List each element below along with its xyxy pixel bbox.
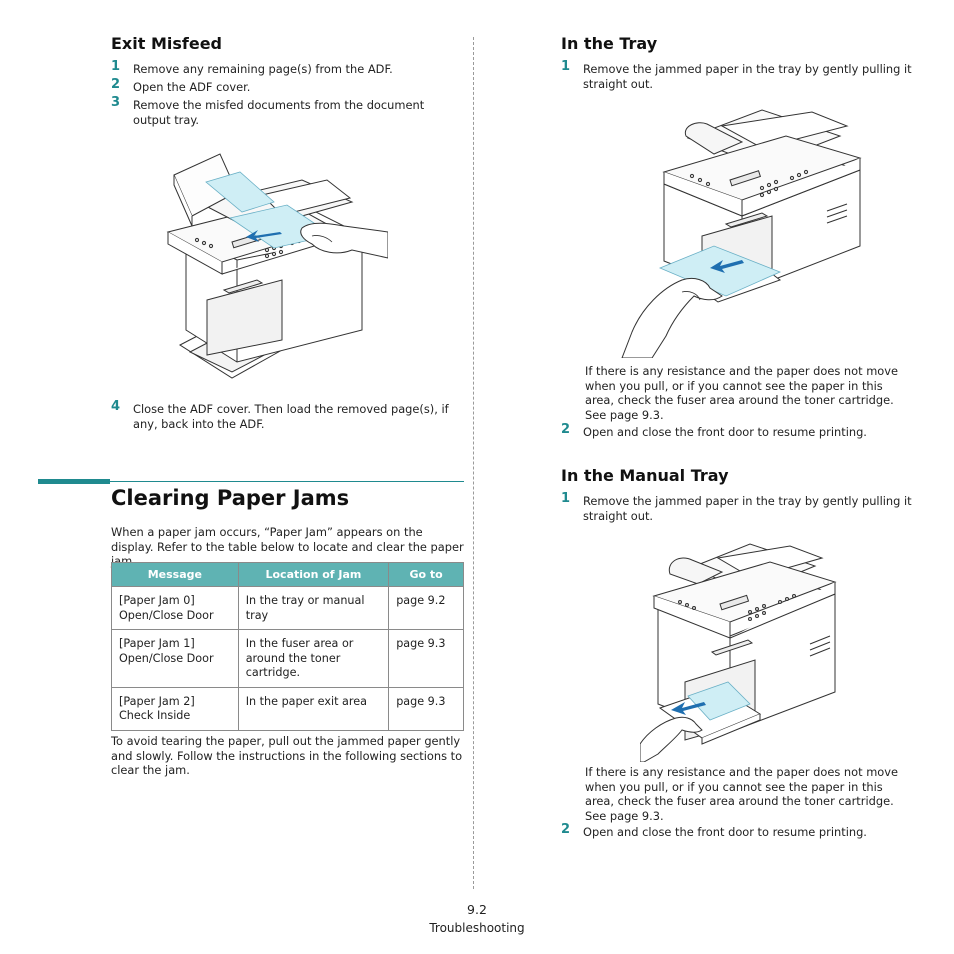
step-text: Open the ADF cover. [133,80,251,94]
in-the-manual-tray-heading: In the Manual Tray [561,466,729,485]
step-text: Remove the jammed paper in the tray by g… [583,62,912,91]
table-cell: page 9.3 [388,686,464,731]
step-number: 1 [561,491,571,506]
step-text: Close the ADF cover. Then load the remov… [133,402,449,431]
table-row: [Paper Jam 0] Open/Close Door In the tra… [111,586,464,630]
table-cell: In the paper exit area [237,686,390,731]
clearing-paper-jams-heading: Clearing Paper Jams [111,486,350,510]
printer-adf-open-illustration [166,153,388,379]
step-text: Open and close the front door to resume … [583,425,867,439]
table-cell: [Paper Jam 2] Check Inside [111,686,239,731]
paper-jam-table: Message Location of Jam Go to [Paper Jam… [111,562,464,731]
step-number: 3 [111,95,121,110]
step-number: 1 [111,59,121,74]
page-number: 9.2 [467,902,487,917]
table-header-row: Message Location of Jam Go to [111,562,464,587]
table-cell: [Paper Jam 1] Open/Close Door [111,629,239,688]
column-header: Go to [388,562,464,587]
outro-paragraph: To avoid tearing the paper, pull out the… [111,734,463,777]
column-divider [473,37,474,889]
table-cell: [Paper Jam 0] Open/Close Door [111,586,239,630]
step-text: Open and close the front door to resume … [583,825,867,839]
table-cell: page 9.3 [388,629,464,688]
step-text: Remove the jammed paper in the tray by g… [583,494,912,523]
step-number: 4 [111,399,121,414]
column-header: Message [111,562,239,587]
table-cell: In the fuser area or around the toner ca… [237,629,390,688]
step-number: 2 [561,822,571,837]
step-number: 2 [561,422,571,437]
note-paragraph: If there is any resistance and the paper… [585,765,899,823]
table-row: [Paper Jam 1] Open/Close Door In the fus… [111,629,464,688]
section-accent-bar [38,479,110,484]
in-the-tray-heading: In the Tray [561,34,658,53]
note-paragraph: If there is any resistance and the paper… [585,364,899,422]
table-cell: In the tray or manual tray [237,586,390,630]
section-rule [38,481,464,482]
table-cell: page 9.2 [388,586,464,630]
table-row: [Paper Jam 2] Check Inside In the paper … [111,686,464,731]
exit-misfeed-heading: Exit Misfeed [111,34,222,53]
footer-section-name: Troubleshooting [429,921,525,935]
step-number: 2 [111,77,121,92]
printer-tray-jam-illustration [621,109,862,358]
step-text: Remove the misfed documents from the doc… [133,98,425,127]
column-header: Location of Jam [237,562,390,587]
intro-paragraph: When a paper jam occurs, “Paper Jam” app… [111,525,464,568]
printer-manual-tray-jam-illustration [640,543,837,762]
step-number: 1 [561,59,571,74]
step-text: Remove any remaining page(s) from the AD… [133,62,393,76]
